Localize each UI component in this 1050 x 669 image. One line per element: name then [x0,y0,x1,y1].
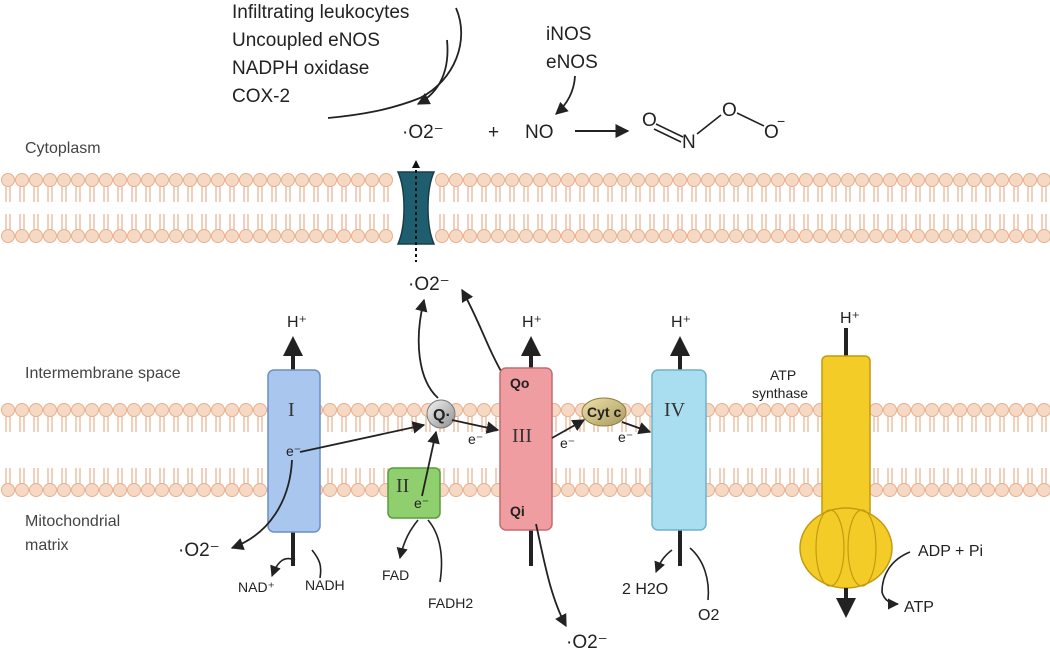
source-inos: iNOS [546,24,591,45]
region-label-cytoplasm: Cytoplasm [25,140,101,157]
superoxide-channel [396,160,436,262]
atp-synthase-adp: ADP + Pi [918,543,983,560]
o2-curve [689,547,710,601]
complex-iv: H⁺ IV 2 H2O O2 [622,314,719,624]
atp-arrow [881,551,911,610]
sources-arrow [416,39,449,105]
peroxynitrite-charge: − [777,113,785,129]
electron-cytc-to-iv-arrow [621,421,652,435]
complex-i-electron: e⁻ [286,443,301,459]
cytochrome-c-electron-out: e⁻ [618,429,633,445]
complex-iii-qo: Qo [510,375,529,391]
complex-iv-o2: O2 [698,607,719,624]
nad-arrow [270,557,296,578]
peroxynitrite-o3: O [764,122,779,143]
reaction-plus: + [488,122,499,143]
complex-i-ros-arrow [230,459,293,550]
superoxide-intermembrane: ·O2⁻ [408,274,450,295]
nos-arrow [555,75,576,115]
source-enos: eNOS [546,52,598,73]
superoxide-cytoplasm: ·O2⁻ [402,122,444,143]
complex-i-superoxide: ·O2⁻ [178,540,220,561]
qo-to-superoxide-arrow [461,288,506,379]
complex-i-nadh: NADH [305,577,345,593]
source-cox2: COX-2 [232,86,290,107]
complex-ii-fad: FAD [382,567,409,583]
peroxynitrite-o2: O [722,100,737,121]
fad-arrow [396,519,419,560]
atp-synthase-title-1: ATP [770,367,796,383]
complex-iv-proton: H⁺ [671,314,691,331]
complex-iii-label: III [512,425,532,447]
complex-iii-electron-in: e⁻ [468,431,483,447]
peroxynitrite-n: N [682,132,696,153]
electron-q-to-iii-arrow [451,419,500,434]
fadh2-curve [427,519,443,583]
source-leukocytes: Infiltrating leukocytes [232,2,409,23]
electron-ii-to-q-arrow [421,430,440,497]
complex-ii-label: II [396,475,409,497]
peroxynitrite-structure: O N O O − [642,100,785,153]
atp-synthase: H⁺ ATP synthase ADP + Pi ATP [752,310,983,618]
complex-iv-water: 2 H2O [622,581,668,598]
complex-i-proton: H⁺ [287,314,307,331]
region-label-matrix-2: matrix [25,537,69,554]
complex-iii-qi: Qi [510,503,525,519]
cytochrome-c: Cyt c [581,397,627,427]
complex-i-label: I [288,399,295,421]
water-arrow [654,549,673,574]
qi-to-superoxide-arrow [535,523,567,628]
source-uncoupled-enos: Uncoupled eNOS [232,30,380,51]
peroxynitrite-o1: O [642,110,657,131]
cytochrome-c-label: Cyt c [587,404,621,420]
source-nadph-oxidase: NADPH oxidase [232,58,369,79]
electron-i-to-q-arrow [299,421,426,453]
nitric-oxide: NO [525,122,554,143]
complex-iii-electron-out: e⁻ [560,435,575,451]
complex-iii: H⁺ Qo III Qi ·O2⁻ [499,314,608,653]
complex-ii: II e⁻ FAD FADH2 [382,430,473,611]
nadh-curve [311,549,322,579]
complex-ii-electron: e⁻ [414,495,429,511]
electron-iii-to-cytc-arrow [551,419,586,439]
plasma-membrane [1,173,1050,243]
complex-ii-fadh2: FADH2 [428,595,473,611]
complex-iv-label: IV [664,399,686,421]
ubiquinone-label: Q· [433,407,451,424]
atp-synthase-atp: ATP [904,599,934,616]
complex-i: H⁺ I e⁻ NADH NAD⁺ ·O2⁻ [178,314,345,595]
q-to-superoxide-arrow [415,298,439,399]
complex-iii-proton: H⁺ [522,314,542,331]
atp-synthase-title-2: synthase [752,385,808,401]
region-label-matrix-1: Mitochondrial [25,513,120,530]
ubiquinone: Q· [426,399,456,429]
atp-synthase-proton: H⁺ [840,310,860,327]
complex-iii-superoxide: ·O2⁻ [566,632,608,653]
region-label-intermembrane: Intermembrane space [25,365,181,382]
complex-i-nad: NAD⁺ [238,579,275,595]
